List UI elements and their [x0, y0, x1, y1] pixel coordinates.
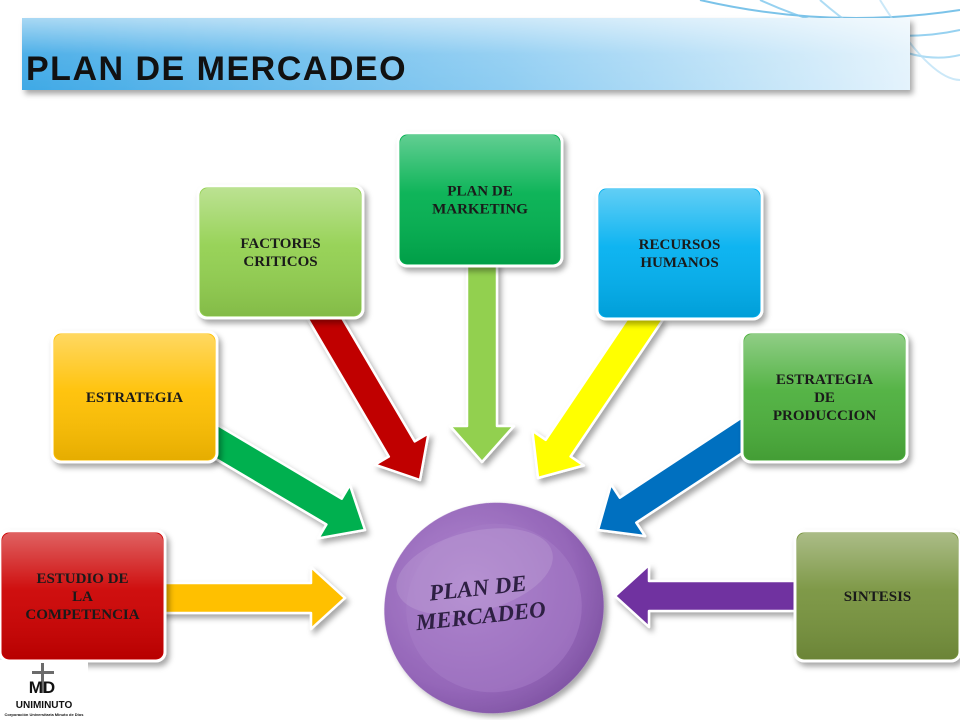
node-label-line: ESTRATEGIA [86, 390, 183, 406]
node-box-gloss [599, 189, 760, 317]
node-box-gloss [400, 135, 560, 264]
logo-cross-horizontal [32, 671, 54, 674]
logo-mark: MD [29, 678, 55, 697]
node-label-line: MARKETING [432, 202, 528, 218]
node-estrategia: ESTRATEGIA [50, 330, 219, 464]
node-label-line: SINTESIS [844, 589, 912, 605]
node-box-gloss [200, 188, 361, 316]
arrow-estrategia-produccion [596, 416, 760, 538]
node-plan-marketing: PLAN DE MARKETING [396, 131, 564, 268]
center-ellipse-inner [406, 523, 582, 693]
node-layer: ESTUDIO DE LA COMPETENCIA ESTRATEGIA FACTORE… [0, 131, 960, 663]
logo-name: UNIMINUTO [16, 700, 73, 711]
arrow-estrategia [201, 423, 367, 540]
node-label-line: FACTORES [240, 236, 320, 252]
arrow-recursos [531, 302, 664, 480]
node-sintesis: SINTESIS [793, 529, 960, 663]
slide-title: PLAN DE MERCADEO [26, 50, 407, 88]
node-label-line: LA [72, 589, 93, 605]
node-factores: FACTORES CRITICOS [196, 184, 365, 320]
node-label-line: RECURSOS [639, 237, 721, 253]
arrow-sintesis [613, 563, 802, 629]
node-label-line: COMPETENCIA [25, 607, 139, 623]
center-gloss [396, 528, 553, 615]
node-label-line: PRODUCCION [773, 408, 876, 424]
node-box-gloss [797, 533, 958, 659]
node-box-gloss [54, 334, 215, 460]
logo-subtitle: Corporación Universitaria Minuto de Dios [5, 712, 85, 717]
node-label-line: DE [814, 390, 835, 406]
node-label-line: ESTUDIO DE [36, 571, 128, 587]
node-box-gloss [744, 334, 905, 460]
arrow-estudio [158, 565, 347, 631]
arrow-factores [305, 301, 430, 482]
node-estrategia-produccion: ESTRATEGIA DE PRODUCCION [740, 330, 909, 464]
node-box-gloss [2, 533, 163, 659]
node-estudio: ESTUDIO DE LA COMPETENCIA [0, 529, 167, 663]
title-bar: PLAN DE MERCADEO [22, 18, 910, 90]
node-label-line: PLAN DE [447, 184, 512, 200]
arrow-layer [158, 260, 802, 631]
logo-cross-vertical [41, 663, 44, 693]
arrow-plan-marketing [448, 260, 516, 464]
node-label-line: HUMANOS [640, 255, 718, 271]
node-label-line: CRITICOS [243, 254, 317, 270]
node-recursos: RECURSOS HUMANOS [595, 185, 764, 321]
node-label-line: ESTRATEGIA [776, 372, 873, 388]
